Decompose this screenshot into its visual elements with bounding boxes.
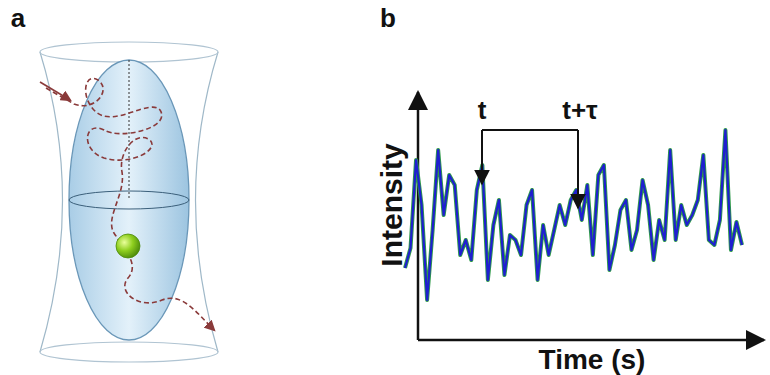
- walk-entry-arrow: [40, 82, 70, 100]
- axis-label: Intensity: [377, 143, 407, 266]
- panel-label: b: [380, 5, 396, 31]
- trace-outline: [405, 130, 742, 300]
- focal-beam: [40, 42, 218, 362]
- axis-label: Time (s): [539, 346, 646, 374]
- diffusion-path: [46, 79, 214, 330]
- trace-line: [405, 130, 742, 300]
- panel-label: a: [11, 5, 25, 31]
- time-marker: t+τ: [562, 97, 597, 123]
- time-marker: t: [478, 97, 487, 123]
- lag-bracket: [482, 130, 578, 208]
- intensity-trace: [405, 130, 742, 300]
- fluorescent-particle: [116, 234, 140, 258]
